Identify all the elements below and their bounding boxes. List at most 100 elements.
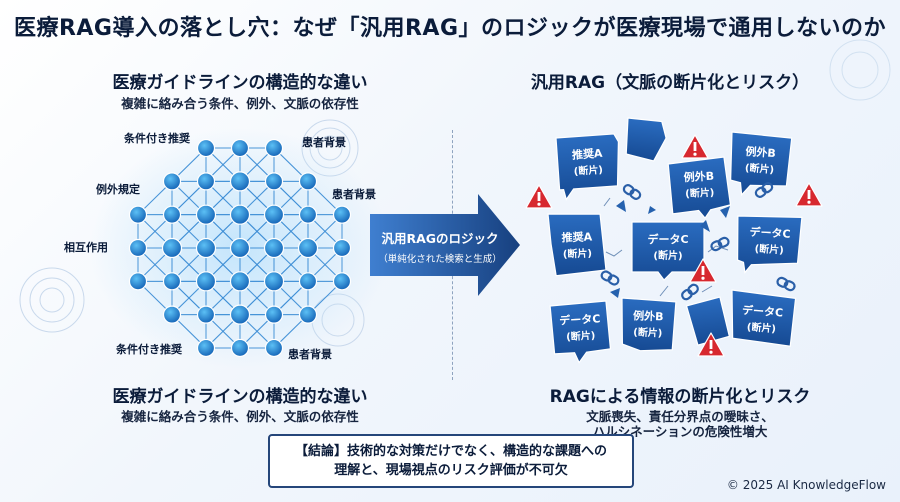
warning-icon bbox=[681, 134, 709, 159]
network-node bbox=[264, 172, 284, 191]
conclusion-box: 【結論】技術的な対策だけでなく、構造的な課題への 理解と、現場視点のリスク評価が… bbox=[268, 434, 634, 488]
fragment-data-c-center: データC (断片) bbox=[631, 221, 705, 281]
warning-icon bbox=[525, 184, 553, 209]
network-node bbox=[128, 272, 148, 291]
right-bottom-heading: RAGによる情報の断片化とリスク bbox=[549, 387, 811, 407]
left-bottom-subheading: 複雑に絡み合う条件、例外、文脈の依存性 bbox=[121, 409, 359, 424]
right-bottom-sub-line2: ハルシネーションの危険性増大 bbox=[592, 424, 768, 439]
network-node bbox=[263, 237, 285, 259]
chain-link-icon bbox=[710, 236, 730, 252]
network-node bbox=[230, 338, 250, 358]
svg-text:データC: データC bbox=[559, 311, 601, 327]
svg-text:(断片): (断片) bbox=[746, 320, 776, 335]
svg-text:例外B: 例外B bbox=[633, 308, 664, 323]
label-patient-mid: 患者背景 bbox=[332, 187, 376, 201]
svg-text:推奨A: 推奨A bbox=[571, 146, 603, 162]
network-node bbox=[229, 237, 251, 259]
network-node bbox=[298, 205, 318, 224]
network-node bbox=[196, 305, 216, 324]
fragment-recommend-a-mid: 推奨A (断片) bbox=[547, 213, 607, 277]
fragment-exception-b-top: 例外B (断片) bbox=[730, 131, 793, 197]
label-exception: 例外規定 bbox=[96, 182, 140, 196]
svg-text:(断片): (断片) bbox=[745, 161, 775, 176]
network-node bbox=[128, 205, 148, 224]
crack-lines bbox=[603, 197, 729, 297]
arrow-right-icon bbox=[370, 194, 520, 296]
left-bottom-heading: 医療ガイドラインの構造的な違い bbox=[112, 387, 368, 407]
network-node bbox=[195, 237, 217, 259]
fragment-data-c-left: データC (断片) bbox=[549, 300, 612, 364]
network-node bbox=[195, 271, 217, 292]
svg-text:(断片): (断片) bbox=[566, 329, 596, 344]
network-node bbox=[229, 304, 251, 325]
network-node bbox=[264, 138, 284, 158]
network-node bbox=[195, 204, 217, 225]
network-node bbox=[196, 172, 216, 191]
arrow-label: 汎用RAGのロジック bbox=[381, 231, 498, 246]
network-node bbox=[162, 205, 182, 224]
fragment-corner-bottom bbox=[685, 296, 731, 346]
svg-text:データC: データC bbox=[742, 303, 784, 320]
svg-text:(断片): (断片) bbox=[653, 249, 682, 262]
network-node bbox=[196, 138, 216, 158]
svg-text:推奨A: 推奨A bbox=[561, 229, 592, 244]
fragment-group: 推奨A (断片) 例外B (断片) 例外B (断片) 推奨A (断片) データC… bbox=[547, 117, 803, 364]
chain-link-icon bbox=[754, 182, 774, 198]
warning-icon bbox=[795, 182, 823, 207]
left-subheading: 複雑に絡み合う条件、例外、文脈の依存性 bbox=[121, 96, 359, 111]
network-node bbox=[196, 338, 216, 358]
network-node bbox=[162, 305, 182, 324]
network-node bbox=[263, 204, 285, 225]
label-conditional-top: 条件付き推奨 bbox=[123, 131, 191, 145]
label-patient-top: 患者背景 bbox=[302, 135, 346, 149]
fragment-exception-b-bottom: 例外B (断片) bbox=[621, 297, 677, 352]
network-node bbox=[128, 238, 148, 258]
warning-icon bbox=[689, 258, 717, 283]
network-node bbox=[229, 271, 251, 292]
network-node bbox=[161, 237, 183, 259]
guideline-network bbox=[128, 138, 352, 358]
network-node bbox=[298, 172, 318, 191]
label-interaction: 相互作用 bbox=[64, 240, 108, 254]
svg-text:(断片): (断片) bbox=[633, 325, 663, 339]
svg-text:(断片): (断片) bbox=[754, 242, 784, 257]
svg-text:例外B: 例外B bbox=[745, 144, 776, 160]
network-node bbox=[332, 238, 352, 258]
svg-text:データC: データC bbox=[647, 232, 688, 246]
copyright: © 2025 AI KnowledgeFlow bbox=[726, 478, 886, 492]
network-node bbox=[229, 171, 251, 192]
left-heading: 医療ガイドラインの構造的な違い bbox=[112, 73, 368, 93]
chain-link-icon bbox=[681, 283, 699, 301]
network-node bbox=[230, 138, 250, 158]
chain-link-icon bbox=[622, 184, 642, 200]
fragment-recommend-a-top: 推奨A (断片) bbox=[555, 133, 620, 201]
svg-text:(断片): (断片) bbox=[573, 163, 603, 178]
warning-icon bbox=[697, 332, 725, 357]
network-node bbox=[264, 305, 284, 324]
fragment-corner-top bbox=[625, 117, 667, 162]
arrow-sublabel: （単純化された検索と生成） bbox=[378, 253, 502, 265]
network-node bbox=[162, 272, 182, 291]
chain-link-icon bbox=[600, 270, 620, 286]
warning-group bbox=[525, 134, 823, 357]
network-node bbox=[298, 305, 318, 324]
svg-text:データC: データC bbox=[749, 225, 791, 241]
chain-link-group bbox=[600, 182, 796, 301]
conclusion-line1: 【結論】技術的な対策だけでなく、構造的な課題への bbox=[294, 444, 607, 459]
network-node bbox=[229, 204, 251, 225]
right-bottom-sub-line1: 文脈喪失、責任分界点の曖昧さ、 bbox=[586, 409, 774, 424]
conclusion-line2: 理解と、現場視点のリスク評価が不可欠 bbox=[334, 463, 568, 478]
fragment-exception-b-mid: 例外B (断片) bbox=[667, 156, 732, 220]
label-conditional-bottom: 条件付き推奨 bbox=[115, 342, 183, 356]
network-node bbox=[263, 271, 285, 292]
rag-logic-arrow: 汎用RAGのロジック （単純化された検索と生成） bbox=[370, 194, 520, 296]
fragment-data-c-bottom: データC (断片) bbox=[731, 289, 797, 347]
svg-text:(断片): (断片) bbox=[563, 246, 593, 260]
network-node bbox=[162, 172, 182, 191]
right-heading: 汎用RAG（文脈の断片化とリスク） bbox=[530, 73, 810, 93]
svg-text:(断片): (断片) bbox=[685, 186, 715, 201]
chain-link-icon bbox=[776, 276, 796, 292]
svg-text:例外B: 例外B bbox=[683, 169, 714, 185]
page-title: 医療RAG導入の落とし穴：なぜ「汎用RAG」のロジックが医療現場で通用しないのか bbox=[13, 16, 887, 41]
